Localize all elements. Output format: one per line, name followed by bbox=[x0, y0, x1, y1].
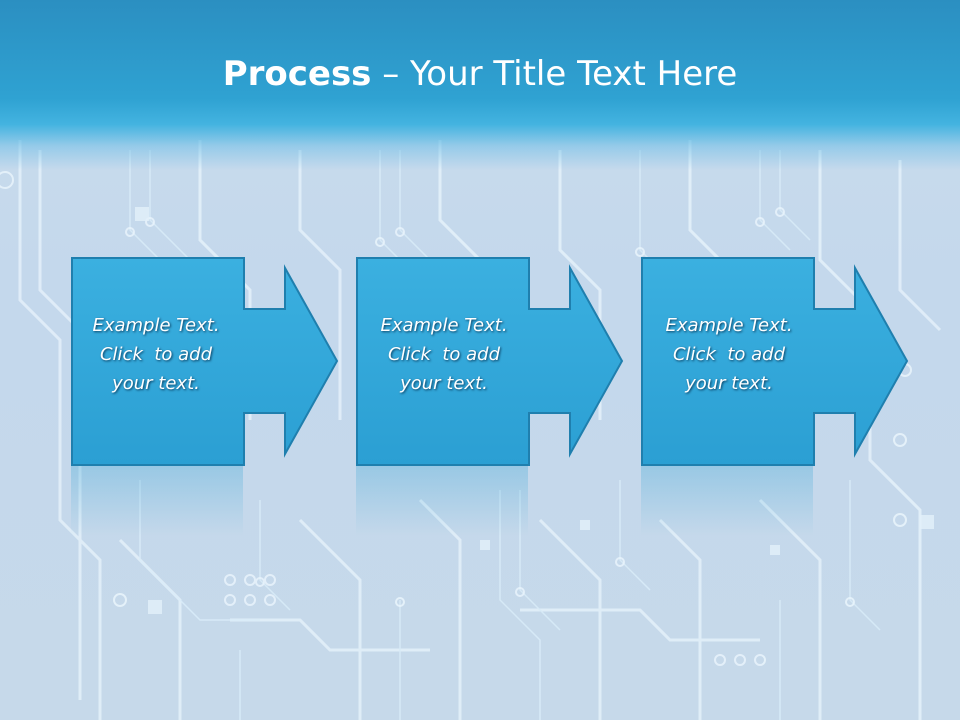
slide-title[interactable]: Process – Your Title Text Here bbox=[0, 52, 960, 96]
step-2-reflection bbox=[356, 466, 528, 536]
title-bar bbox=[0, 0, 960, 170]
step-1-line-3: your text. bbox=[112, 373, 200, 394]
title-bold-part: Process bbox=[222, 54, 372, 94]
step-1-line-1: Example Text. bbox=[92, 315, 220, 336]
step-1-reflection bbox=[71, 466, 243, 536]
step-3-arrow-box[interactable] bbox=[641, 257, 909, 466]
step-3-reflection bbox=[641, 466, 813, 536]
step-3-line-2: Click to add bbox=[672, 344, 785, 365]
step-3-line-1: Example Text. bbox=[665, 315, 793, 336]
step-2-line-1: Example Text. bbox=[380, 315, 508, 336]
step-2-arrow-box[interactable] bbox=[356, 257, 624, 466]
step-3-line-3: your text. bbox=[685, 373, 773, 394]
step-2-line-2: Click to add bbox=[387, 344, 500, 365]
step-1-text[interactable]: Example Text. Click to add your text. bbox=[72, 311, 240, 398]
title-rest: – Your Title Text Here bbox=[371, 54, 738, 94]
step-2-text[interactable]: Example Text. Click to add your text. bbox=[360, 311, 528, 398]
step-1-arrow-box[interactable] bbox=[71, 257, 339, 466]
step-1-line-2: Click to add bbox=[99, 344, 212, 365]
step-3-text[interactable]: Example Text. Click to add your text. bbox=[645, 311, 813, 398]
step-2-line-3: your text. bbox=[400, 373, 488, 394]
